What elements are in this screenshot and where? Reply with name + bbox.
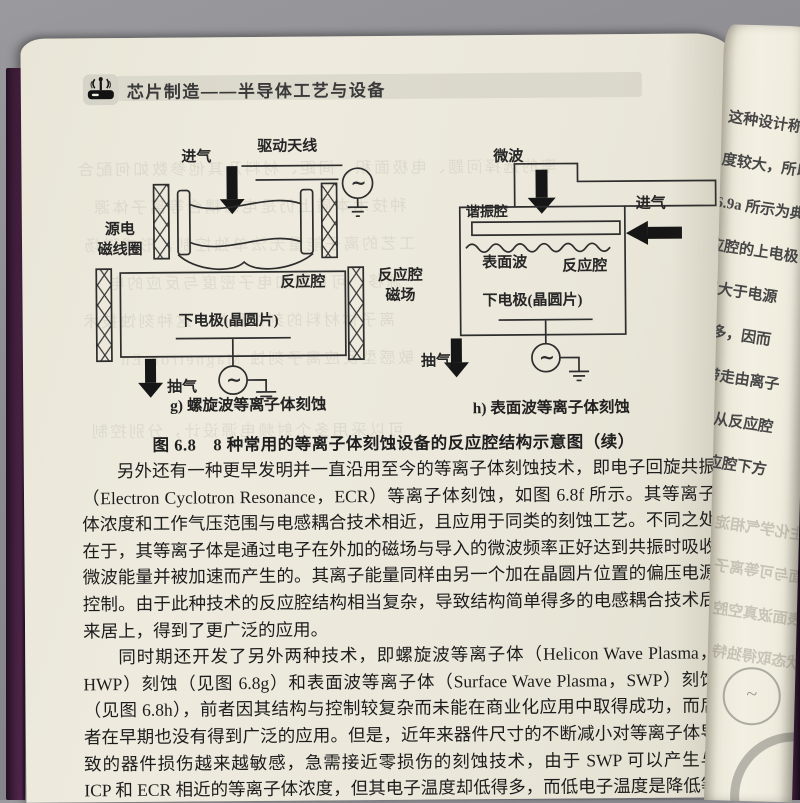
paragraph: 另外还有一种更早发明并一直沿用至今的等离子体刻蚀技术，即电子回旋共振（Elect… <box>82 453 717 644</box>
ghost-text: 生化学气相淀 <box>714 511 800 545</box>
router-antenna-icon <box>83 74 119 105</box>
label-drive-antenna: 驱动天线 <box>257 137 317 157</box>
label-gas-inlet: 进气 <box>181 148 211 168</box>
ghost-text: 面与可等离子 <box>713 554 800 588</box>
label-lower-electrode: 下电极(晶圆片) <box>482 291 582 311</box>
label-pump-out: 抽气 <box>421 352 451 372</box>
subfigure-caption-h: h) 表面波等离子体刻蚀 <box>431 395 671 419</box>
pump-out-arrow <box>138 359 163 398</box>
label-lower-electrode: 下电极(晶圆片) <box>179 312 279 332</box>
subfigure-caption-g: g) 螺旋波等离子体刻蚀 <box>133 392 363 416</box>
ac-source-symbol: ~ <box>350 172 366 194</box>
label-resonator: 谐振腔 <box>466 204 508 223</box>
book-page: 率的选择问题、电极面积、间距、材料及其他参数如何配合 种技术本质上仍是电感耦合等… <box>20 33 739 803</box>
label-gas-inlet: 进气 <box>636 195 666 215</box>
helicon-etcher-diagram: 进气 驱动天线 源电 磁线圈 反应腔 反应腔 磁场 下电极(晶圆片) 抽气 ~ … <box>89 131 436 414</box>
label-reaction-chamber: 反应腔 <box>280 273 325 293</box>
ac-source-symbol: ~ <box>539 347 555 369</box>
paragraph: 同时期还开发了另外两种技术，即螺旋波等离子体（Helicon Wave Plas… <box>83 640 718 803</box>
label-source-coil: 源电 磁线圈 <box>90 221 150 260</box>
label-reaction-chamber: 反应腔 <box>562 257 607 277</box>
ghost-circle-print <box>728 731 800 803</box>
ghost-ac-source-icon: ~ <box>722 666 781 725</box>
ghost-text: 表面波真空腔 <box>712 597 800 631</box>
page-header-title: 芯片制造——半导体工艺与设备 <box>127 76 386 103</box>
label-microwave: 微波 <box>493 148 523 168</box>
ac-source-symbol: ~ <box>226 369 242 391</box>
body-text: 另外还有一种更早发明并一直沿用至今的等离子体刻蚀技术，即电子回旋共振（Elect… <box>82 453 719 802</box>
figure-caption: 图 6.8 8 种常用的等离子体刻蚀设备的反应腔结构示意图（续） <box>84 427 704 456</box>
label-surface-wave: 表面波 <box>482 254 527 274</box>
